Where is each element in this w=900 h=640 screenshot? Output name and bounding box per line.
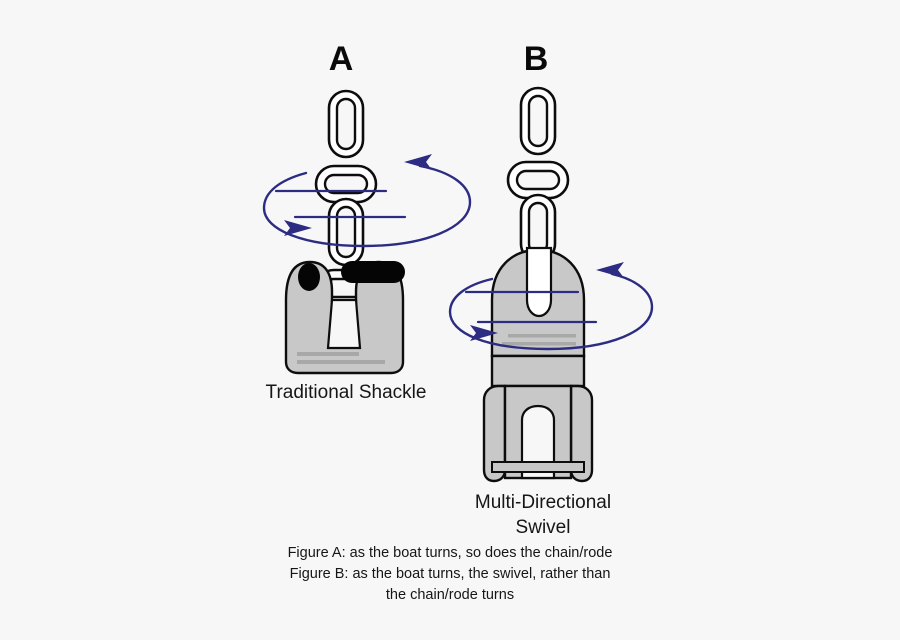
- swivel: [482, 246, 594, 483]
- swivel-chain-slot: [525, 246, 553, 318]
- panel-b-part-label-line-2: Swivel: [516, 517, 571, 538]
- panel-b-letter: B: [524, 40, 549, 78]
- swivel-collar: [490, 354, 586, 388]
- arrowhead-right-icon: [284, 220, 312, 236]
- shackle: [284, 260, 405, 375]
- chain-link: [506, 160, 570, 200]
- caption-line: Figure A: as the boat turns, so does the…: [288, 545, 613, 561]
- swivel-fork-gap: [520, 404, 556, 480]
- panel-b: B: [448, 40, 654, 538]
- arrowhead-right-icon: [470, 325, 498, 341]
- shackle-detail-line: [297, 360, 385, 364]
- shackle-bow-opening: [326, 298, 362, 350]
- arrowhead-left-icon: [596, 262, 624, 278]
- panel-b-part-label-line-1: Multi-Directional: [475, 492, 611, 513]
- panel-a: A: [262, 40, 472, 403]
- panel-a-part-label: Traditional Shackle: [266, 382, 427, 403]
- shackle-detail-line: [297, 352, 359, 356]
- caption-line: the chain/rode turns: [386, 587, 514, 603]
- shackle-pin-hole: [298, 263, 320, 291]
- swivel-jaw-right: [569, 384, 594, 483]
- caption-line: Figure B: as the boat turns, the swivel,…: [290, 566, 611, 582]
- swivel-detail-line: [508, 334, 576, 338]
- rotation-ellipse-a: [262, 164, 472, 248]
- chain-link: [327, 89, 365, 159]
- arrowhead-left-icon: [404, 154, 432, 170]
- shackle-pin: [341, 261, 405, 283]
- figure-caption: Figure A: as the boat turns, so does the…: [288, 545, 613, 603]
- swivel-cross-pin: [491, 461, 585, 473]
- panel-a-letter: A: [329, 40, 354, 78]
- chain-link: [519, 86, 557, 156]
- swivel-detail-line: [502, 342, 576, 346]
- rotation-ellipse-b: [448, 272, 654, 351]
- swivel-jaw-left: [482, 384, 507, 483]
- chain-link: [314, 164, 378, 204]
- chain-link: [327, 197, 365, 267]
